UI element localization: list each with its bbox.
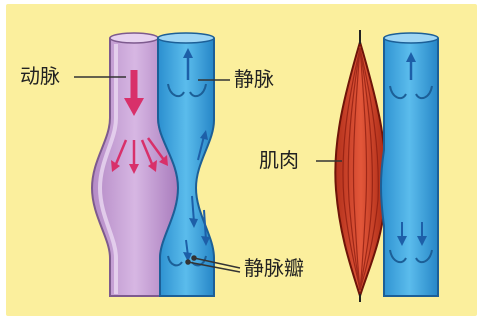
label-muscle: 肌肉 — [259, 150, 299, 170]
artery-opening — [110, 33, 158, 43]
vein-vessel-right — [381, 33, 438, 296]
muscle — [335, 30, 386, 302]
vein-opening-right — [384, 33, 438, 43]
label-artery: 动脉 — [20, 66, 60, 86]
vein-opening — [158, 33, 214, 43]
label-vein-valve: 静脉瓣 — [244, 258, 304, 278]
label-vein: 静脉 — [234, 69, 274, 89]
